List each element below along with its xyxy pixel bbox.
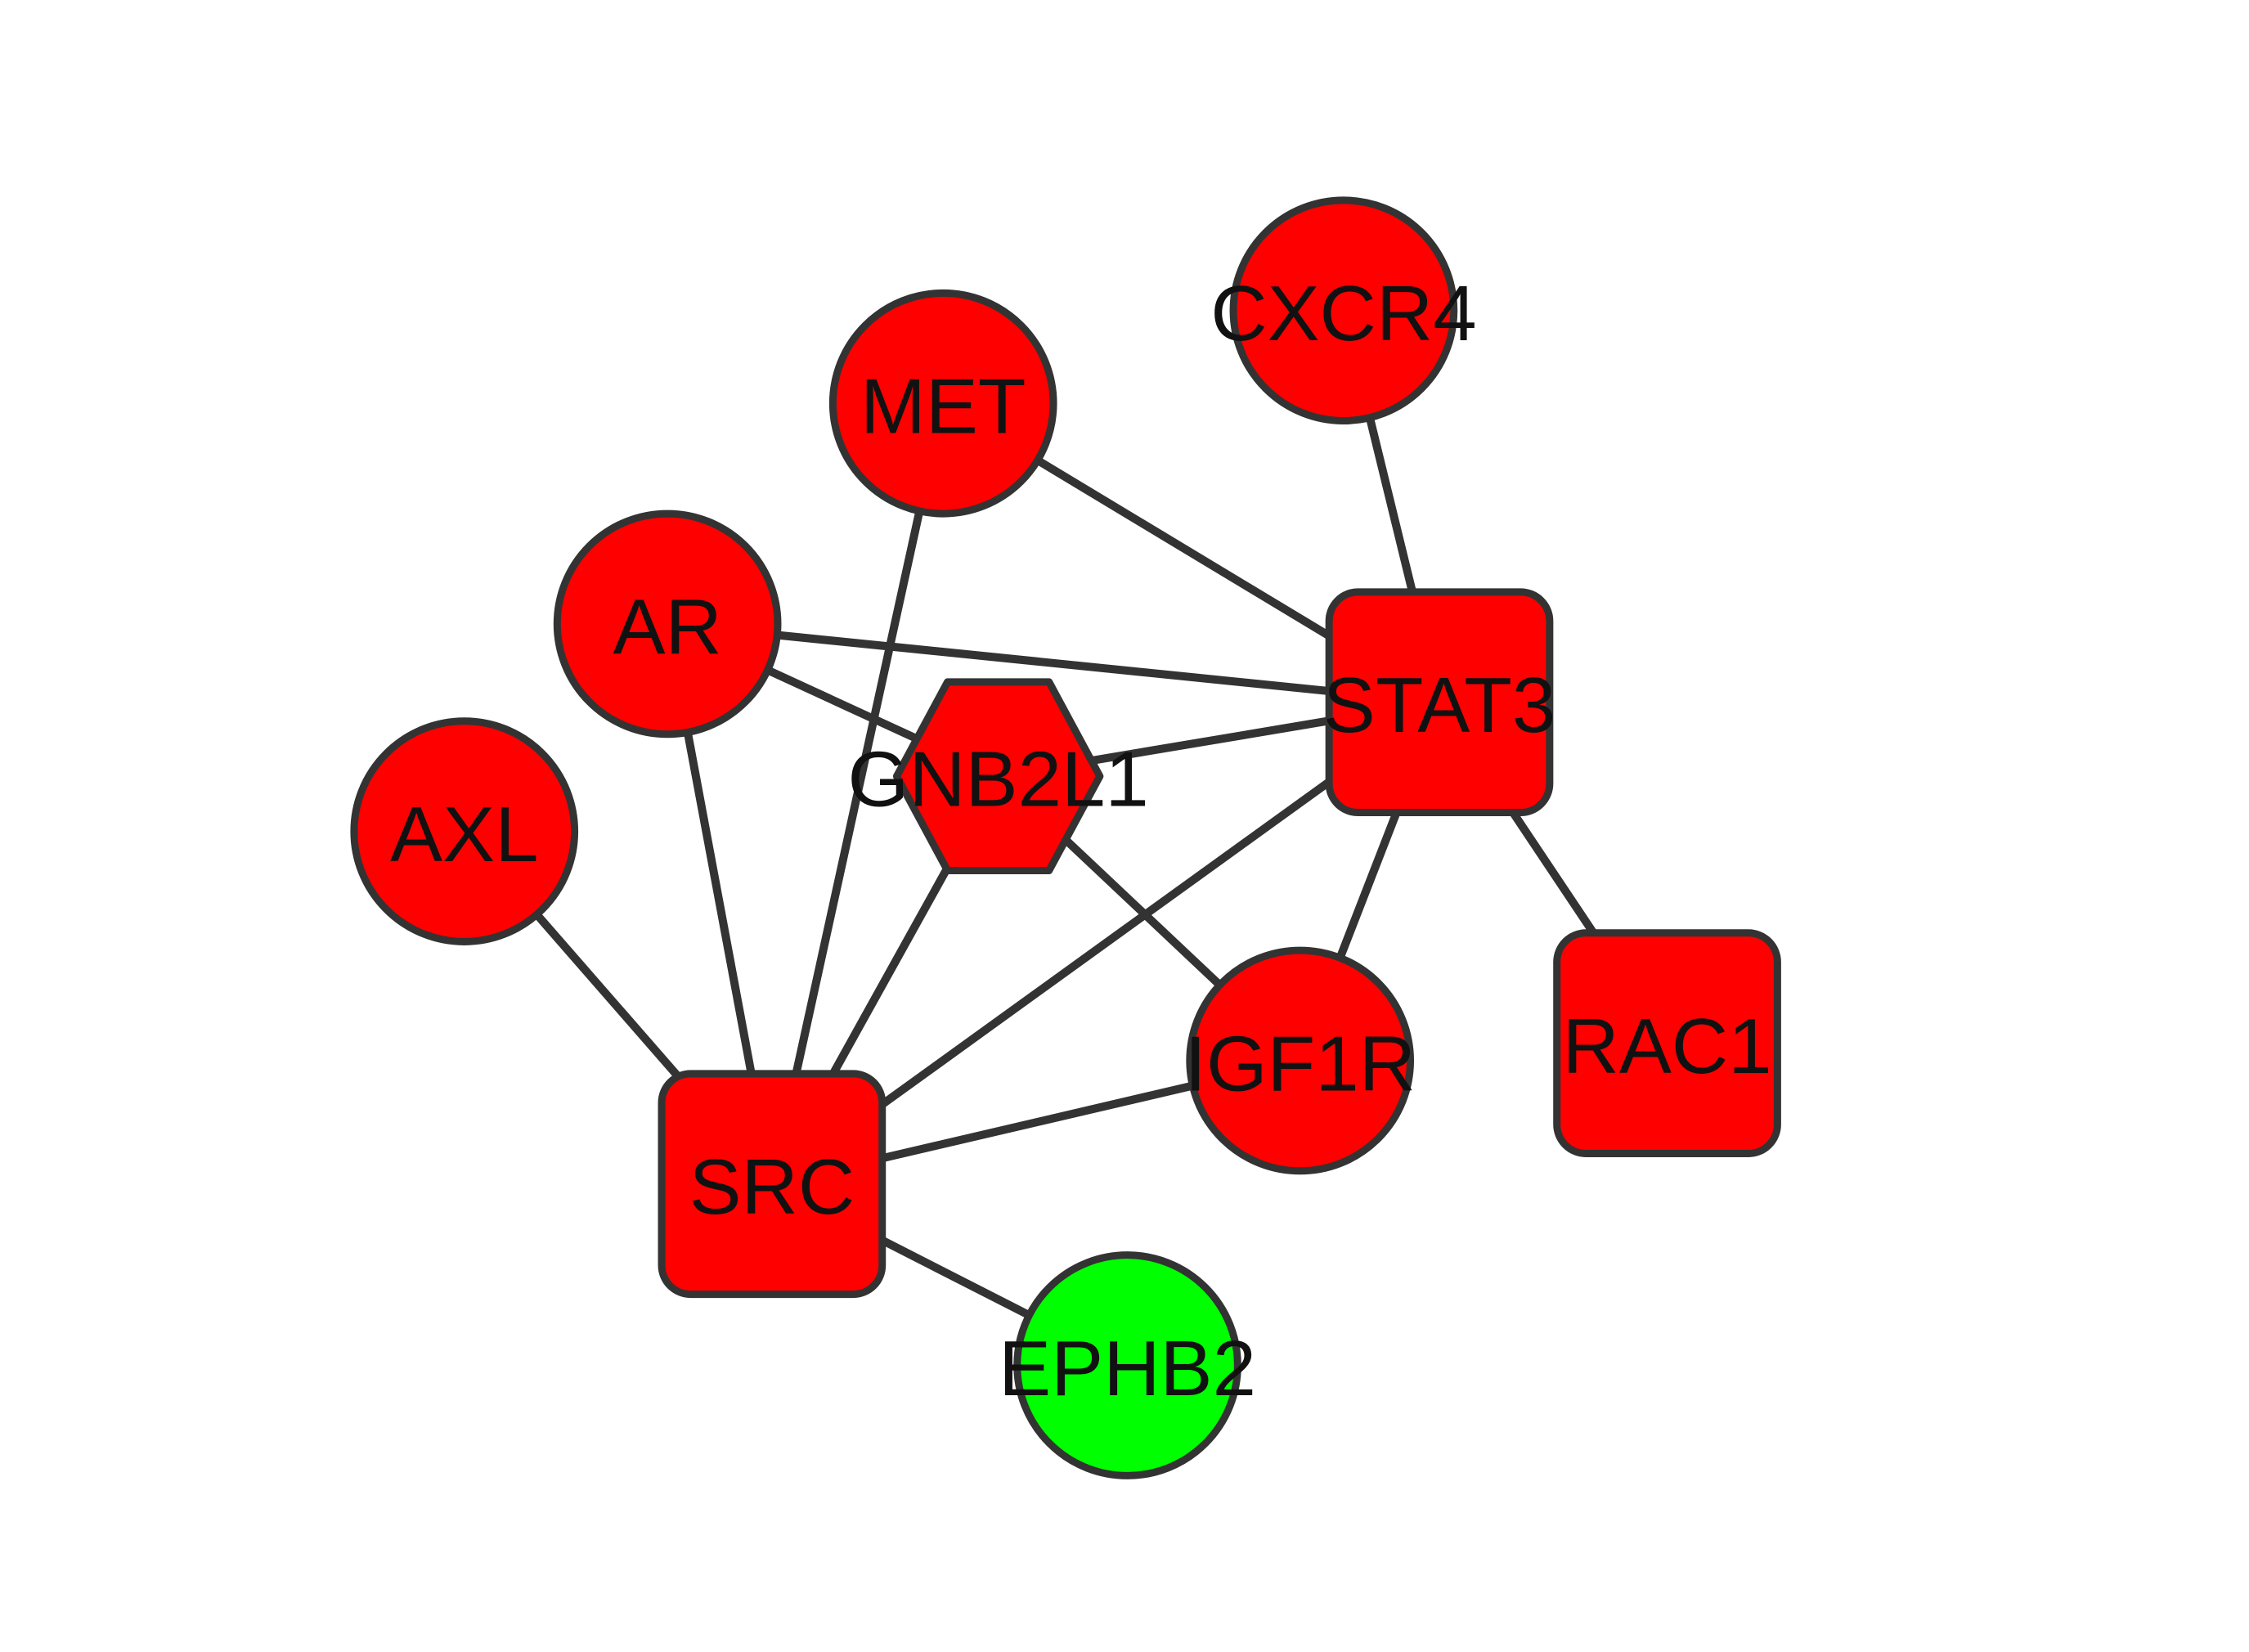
node-label-rac1: RAC1: [1563, 1003, 1772, 1090]
node-shape-ephb2[interactable]: [1013, 1251, 1241, 1479]
node-axl[interactable]: AXL: [350, 717, 579, 945]
edge-ar-stat3: [667, 619, 1440, 707]
node-stat3[interactable]: STAT3: [1323, 588, 1555, 817]
node-shape-ar[interactable]: [553, 510, 782, 738]
node-shape-src[interactable]: [658, 1070, 887, 1299]
node-shape-cxcr4[interactable]: [1229, 196, 1458, 425]
node-shape-rac1[interactable]: [1553, 929, 1781, 1157]
node-cxcr4[interactable]: CXCR4: [1210, 196, 1477, 425]
node-shape-igf1r[interactable]: [1186, 946, 1415, 1175]
node-ar[interactable]: AR: [553, 510, 782, 738]
node-src[interactable]: SRC: [658, 1070, 887, 1299]
node-met[interactable]: MET: [828, 289, 1057, 518]
node-label-cxcr4: CXCR4: [1210, 270, 1476, 357]
node-shape-stat3[interactable]: [1325, 588, 1554, 817]
node-label-gnb2l1: GNB2L1: [848, 736, 1149, 824]
node-shape-gnb2l1[interactable]: [892, 678, 1104, 875]
edge-met-src: [767, 402, 948, 1185]
node-label-ephb2: EPHB2: [999, 1325, 1256, 1412]
node-label-src: SRC: [689, 1143, 855, 1231]
node-shape-met[interactable]: [828, 289, 1057, 518]
node-ephb2[interactable]: EPHB2: [999, 1251, 1256, 1479]
node-label-igf1r: IGF1R: [1184, 1020, 1416, 1107]
node-shape-axl[interactable]: [350, 717, 579, 945]
node-igf1r[interactable]: IGF1R: [1184, 946, 1416, 1175]
node-label-met: MET: [860, 363, 1026, 451]
node-label-axl: AXL: [390, 791, 538, 878]
node-label-ar: AR: [613, 583, 721, 671]
node-rac1[interactable]: RAC1: [1553, 929, 1781, 1157]
node-label-stat3: STAT3: [1323, 662, 1555, 749]
node-gnb2l1[interactable]: GNB2L1: [848, 678, 1149, 875]
